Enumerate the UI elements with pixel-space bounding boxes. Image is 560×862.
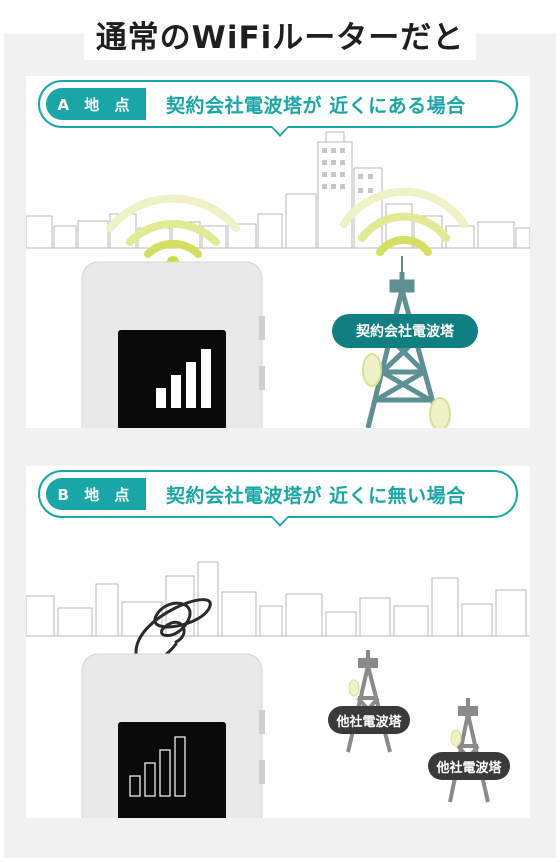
title-container: 通常のWiFiルーターだと <box>84 8 476 60</box>
city-skyline <box>26 131 530 249</box>
panel-b-pointer-inner <box>271 515 289 524</box>
signal-bar <box>201 349 211 408</box>
other-tower-icon-1 <box>346 650 392 753</box>
panel-a-pointer-inner <box>271 125 289 134</box>
city-windows <box>322 148 373 193</box>
cell-tower-icon <box>362 272 451 428</box>
panel-a-caption: A 地 点 契約会社電波塔が 近くにある場合 <box>38 80 518 128</box>
page-title: 通常のWiFiルーターだと <box>95 19 465 56</box>
panel-a: A 地 点 契約会社電波塔が 近くにある場合 契約会社電波塔 <box>26 76 530 428</box>
city-skyline <box>26 561 530 637</box>
other-tower-badge-2: 他社電波塔 <box>428 752 510 780</box>
signal-bar <box>156 388 166 408</box>
signal-bars-icon <box>156 349 211 408</box>
signal-bar <box>129 775 141 797</box>
panel-b-illustration <box>26 561 530 818</box>
tangled-signal-icon <box>134 598 212 667</box>
tower-signal-icon <box>340 187 468 256</box>
panel-a-caption-text: 契約会社電波塔が 近くにある場合 <box>166 94 466 117</box>
signal-bar <box>171 375 181 408</box>
other-tower-icon-2 <box>448 698 490 803</box>
signal-bar <box>186 362 196 408</box>
contracted-tower-badge: 契約会社電波塔 <box>332 314 478 348</box>
panel-a-illustration <box>26 131 530 428</box>
panel-a-tag: A 地 点 <box>46 88 146 120</box>
signal-bar <box>159 749 171 797</box>
other-tower-badge-1: 他社電波塔 <box>328 706 410 734</box>
wifi-signal-icon <box>106 194 240 268</box>
signal-bar <box>144 762 156 797</box>
signal-bars-icon <box>129 736 186 797</box>
panel-b: B 地 点 契約会社電波塔が 近くに無い場合 他社電波塔 他社電波塔 <box>26 466 530 818</box>
panel-b-tag: B 地 点 <box>46 478 146 510</box>
router-device <box>81 653 265 818</box>
signal-bar <box>174 736 186 797</box>
panel-b-caption-text: 契約会社電波塔が 近くに無い場合 <box>166 484 466 507</box>
panel-b-caption: B 地 点 契約会社電波塔が 近くに無い場合 <box>38 470 518 518</box>
